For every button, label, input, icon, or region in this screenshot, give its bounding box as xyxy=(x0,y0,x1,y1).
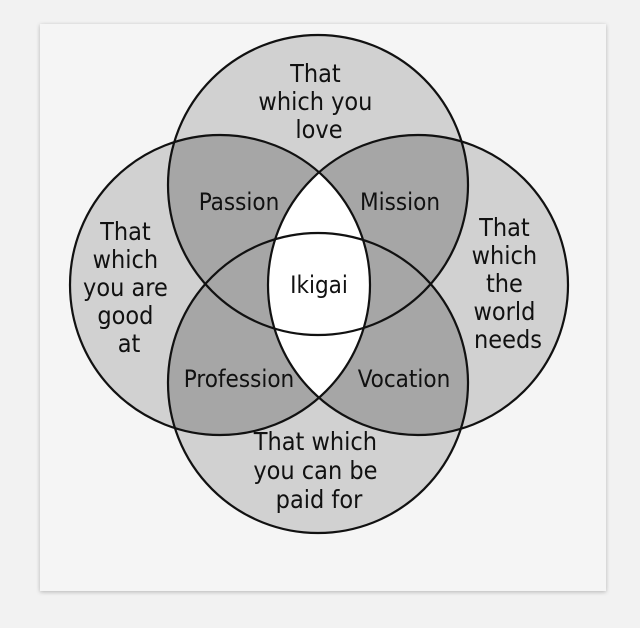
label-profession: Profession xyxy=(184,365,294,393)
label-world-needs-line: That xyxy=(478,213,530,242)
label-good-at-line: good xyxy=(97,301,153,330)
outline-good-at xyxy=(68,133,372,437)
label-love: That which you love xyxy=(258,59,379,144)
outline-world-needs xyxy=(266,133,570,437)
label-paid-for-line: paid for xyxy=(276,485,363,514)
label-good-at: That which you are good at xyxy=(83,217,175,358)
circle-outlines xyxy=(68,33,570,535)
label-paid-for: That which you can be paid for xyxy=(253,427,385,514)
center-ikigai-region xyxy=(268,135,370,435)
label-paid-for-line: That which xyxy=(253,427,377,456)
overlap-fills xyxy=(168,135,468,435)
label-mission: Mission xyxy=(360,188,440,216)
label-paid-for-line: you can be xyxy=(253,456,377,485)
label-love-line: That xyxy=(289,59,341,88)
label-vocation: Vocation xyxy=(358,365,451,393)
label-world-needs-line: needs xyxy=(474,325,542,354)
outline-paid-for xyxy=(166,231,470,535)
label-world-needs-line: world xyxy=(473,297,535,326)
label-world-needs: That which the world needs xyxy=(472,213,545,354)
label-good-at-line: which xyxy=(93,245,159,274)
label-good-at-line: you are xyxy=(83,273,168,302)
outline-love xyxy=(166,33,470,337)
label-ikigai: Ikigai xyxy=(290,271,348,299)
label-world-needs-line: which xyxy=(472,241,538,270)
label-love-line: love xyxy=(295,115,342,144)
label-love-line: which you xyxy=(258,87,372,116)
label-world-needs-line: the xyxy=(486,269,523,298)
label-good-at-line: at xyxy=(118,329,141,358)
label-good-at-line: That xyxy=(99,217,151,246)
label-passion: Passion xyxy=(199,188,280,216)
